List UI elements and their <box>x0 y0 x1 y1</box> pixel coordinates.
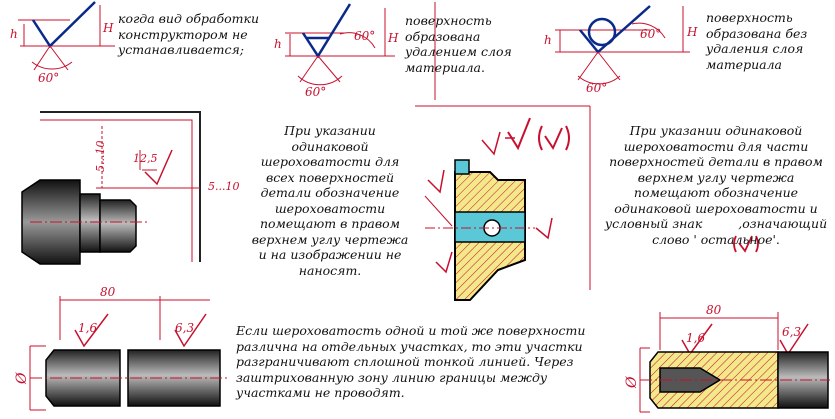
angle-60-1: 60° <box>38 71 59 85</box>
dim-80-right: 80 <box>706 303 722 317</box>
diameter-right: Ø <box>624 376 640 389</box>
caption-removal: поверхность образована удалением слоя ма… <box>405 13 512 75</box>
caption-no-method: когда вид обработки конструктором не уст… <box>118 11 260 57</box>
roughness-symbol-removal: h H 60° 60° <box>274 3 399 99</box>
shaft-with-corner-sign: 5...10 5...10 12,5 <box>21 111 240 265</box>
zoned-shaft-left: 80 1,6 6,3 Ø <box>14 285 228 411</box>
dim-5-10-vertical: 5...10 <box>94 141 107 173</box>
angle-60-3a: 60° <box>640 27 661 41</box>
dim-5-10-horizontal: 5...10 <box>208 180 240 193</box>
roughness-symbol-basic: h H 60° <box>10 1 115 85</box>
angle-60-3b: 60° <box>586 81 607 95</box>
label-H-3: H <box>686 25 698 39</box>
label-H-2: H <box>387 31 399 45</box>
roughness-1-6-left: 1,6 <box>78 321 97 335</box>
caption-zones: Если шероховатость одной и той же поверх… <box>236 323 586 400</box>
caption-same-part: При указании одинаковой шероховатости дл… <box>600 123 832 247</box>
roughness-6-3-left: 6,3 <box>175 321 194 335</box>
roughness-12-5: 12,5 <box>133 152 158 165</box>
label-h-3: h <box>544 33 552 47</box>
caption-same-part-text-1: При указании одинаковой шероховатости дл… <box>604 123 823 231</box>
label-H-1: H <box>102 21 114 35</box>
zoned-shaft-right: 80 1,6 6,3 Ø <box>624 303 830 413</box>
roughness-6-3-right: 6,3 <box>782 325 801 339</box>
caption-same-all: При указании одинаковой шероховатости дл… <box>251 123 409 278</box>
caption-no-removal: поверхность образована без удаления слоя… <box>706 10 808 72</box>
roughness-symbol-no-removal: h H 60° 60° <box>544 5 698 95</box>
dim-80-left: 80 <box>100 285 116 299</box>
rest-sign-inline <box>733 235 759 253</box>
roughness-1-6-right: 1,6 <box>686 331 705 345</box>
bracket-part-drawing <box>415 105 591 301</box>
label-h-1: h <box>10 27 18 41</box>
caption-same-part-text-2: ,означающий слово ' остальное'. <box>652 216 828 247</box>
label-h-2: h <box>274 37 282 51</box>
diameter-left: Ø <box>14 372 30 385</box>
angle-60-2b: 60° <box>305 85 326 99</box>
angle-60-2a: 60° <box>354 29 375 43</box>
